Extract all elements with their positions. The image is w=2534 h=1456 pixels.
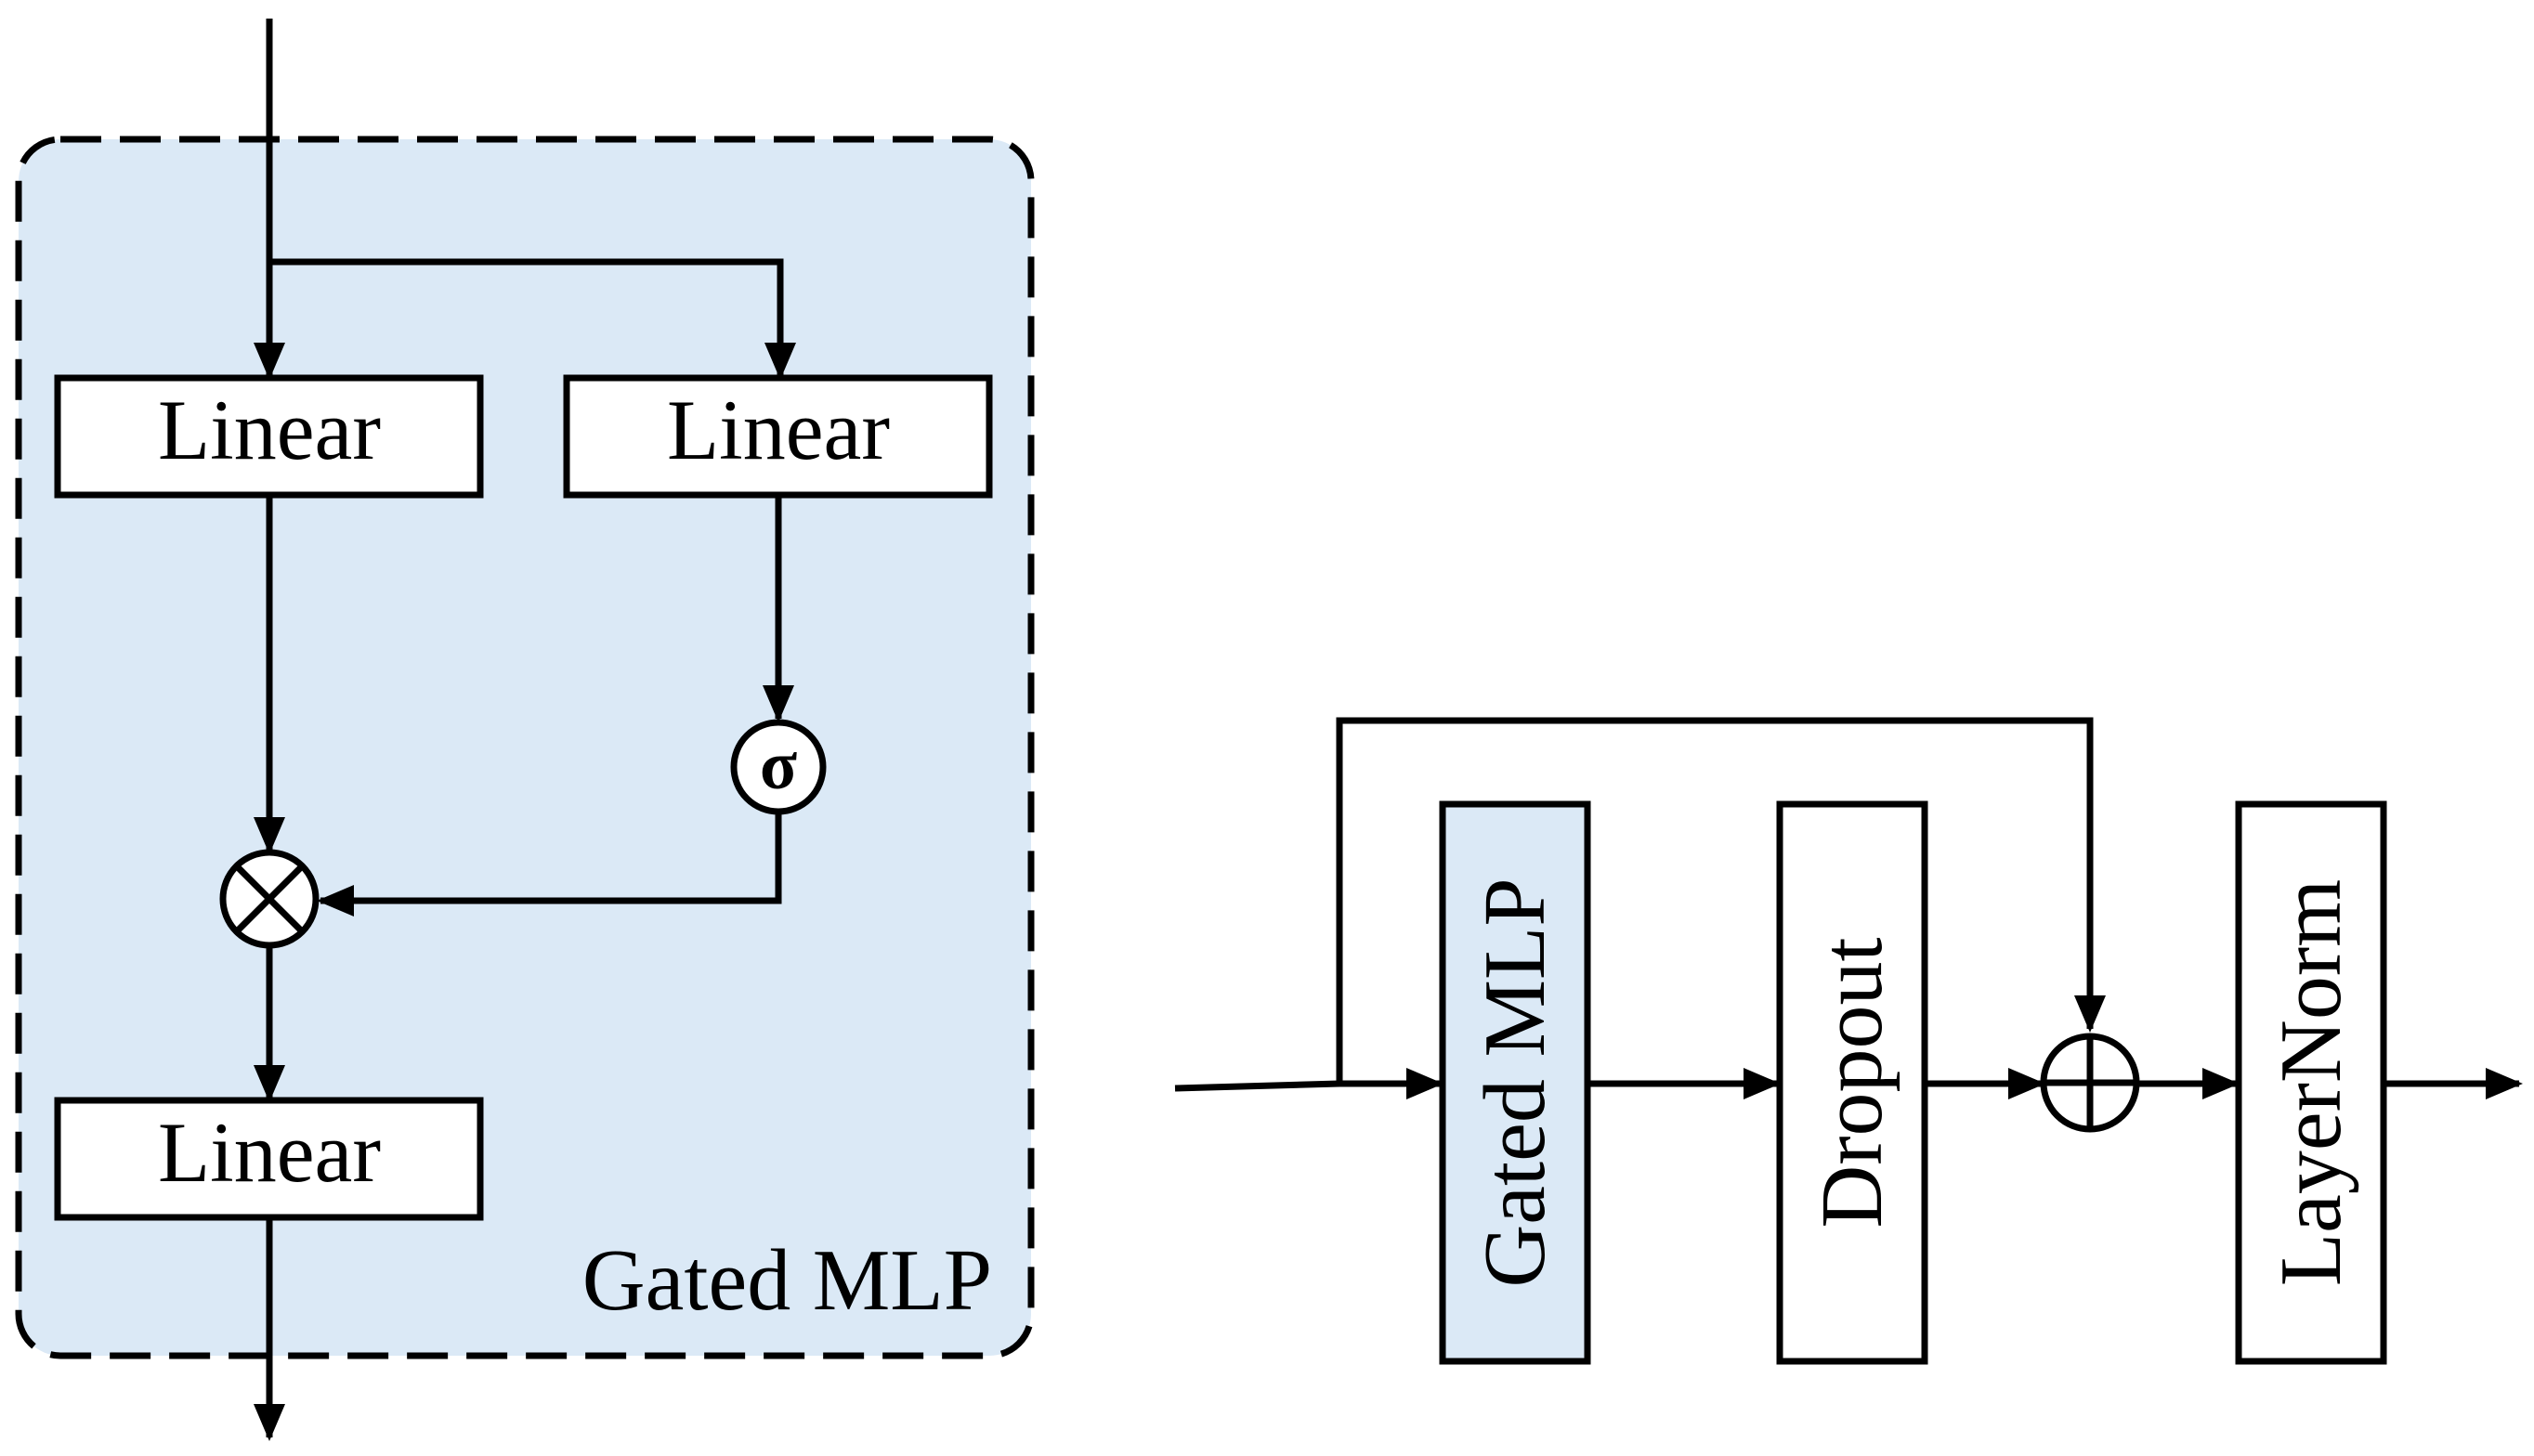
gated-mlp-panel: Linear Linear σ Linear Gated MLP bbox=[15, 19, 1035, 1441]
sigma-node: σ bbox=[730, 719, 827, 815]
sigma-symbol: σ bbox=[760, 728, 797, 804]
linear-left-box bbox=[54, 374, 484, 499]
residual-block: Gated MLP Dropout LayerNorm bbox=[1174, 717, 2523, 1365]
add-node bbox=[2040, 1033, 2140, 1133]
block-input-line bbox=[1174, 1080, 1340, 1092]
dropout-box-label: Dropout bbox=[1804, 937, 1900, 1228]
panel-branch-right-line bbox=[269, 258, 796, 380]
gated-mlp-box-label: Gated MLP bbox=[1467, 878, 1563, 1287]
sigma-to-multiply-line bbox=[317, 812, 782, 916]
linear-bottom-label: Linear bbox=[158, 1105, 381, 1200]
linear-left-label: Linear bbox=[158, 383, 381, 477]
skip-connection-line bbox=[1336, 717, 2106, 1084]
layernorm-box-label: LayerNorm bbox=[2263, 879, 2359, 1286]
gated-mlp-box bbox=[1439, 800, 1591, 1365]
gated-mlp-panel-title: Gated MLP bbox=[582, 1232, 992, 1329]
multiply-node bbox=[219, 849, 320, 949]
linear-right-label: Linear bbox=[667, 383, 890, 477]
